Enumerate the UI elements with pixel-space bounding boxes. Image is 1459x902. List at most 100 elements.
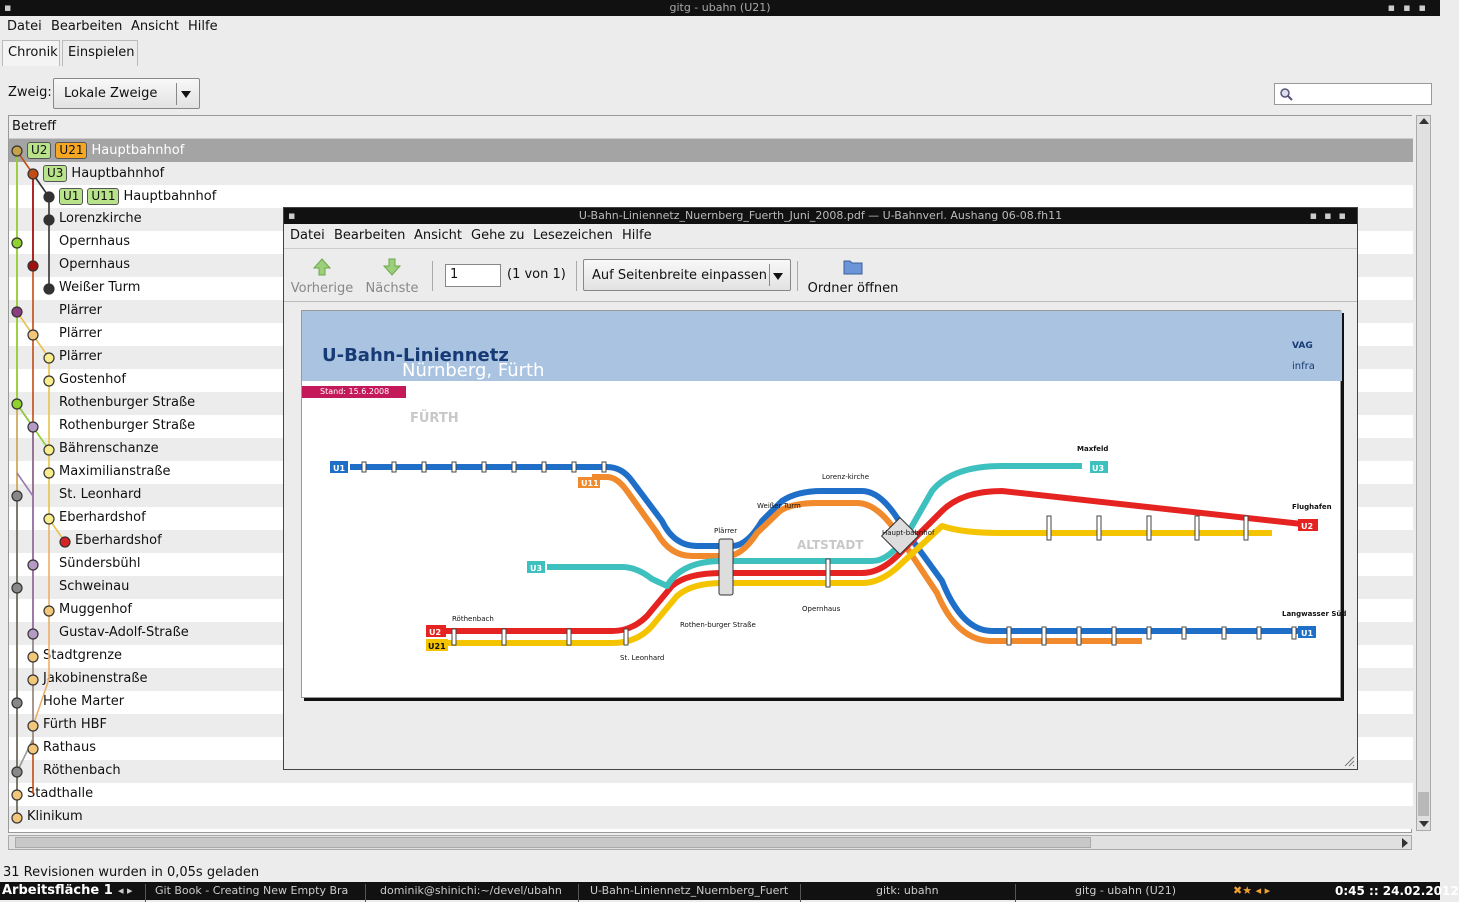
- scroll-down-icon[interactable]: [1419, 821, 1429, 827]
- commit-subject: Plärrer: [59, 349, 102, 364]
- menu-edit[interactable]: Bearbeiten: [51, 19, 123, 34]
- taskbar-separator: [800, 884, 801, 902]
- commit-subject: Rothenburger Straße: [59, 418, 195, 433]
- next-page-button[interactable]: Nächste: [362, 257, 422, 296]
- pdf-window-menu-icon[interactable]: ▪: [288, 209, 296, 222]
- commit-subject-text: Hohe Marter: [43, 694, 125, 709]
- map-label-u21: U21: [428, 642, 446, 651]
- table-row[interactable]: Klinikum: [9, 806, 1413, 829]
- search-input[interactable]: [1274, 83, 1432, 105]
- commit-subject-text: Bährenschanze: [59, 441, 159, 456]
- branch-tag: U1: [59, 188, 84, 205]
- map-station-flughafen: Flughafen: [1292, 503, 1332, 511]
- resize-grip-icon[interactable]: [1343, 755, 1355, 767]
- window-menu-icon[interactable]: ▪: [4, 1, 12, 14]
- commit-subject: Fürth HBF: [43, 717, 107, 732]
- taskbar-separator: [365, 884, 366, 902]
- pdf-menu-bookmarks[interactable]: Lesezeichen: [533, 228, 613, 243]
- commit-subject-text: Jakobinenstraße: [43, 671, 148, 686]
- tab-history[interactable]: Chronik: [2, 40, 60, 66]
- column-header-subject[interactable]: Betreff: [9, 116, 1413, 139]
- commit-subject: Plärrer: [59, 326, 102, 341]
- task-gitk[interactable]: gitk: ubahn: [876, 884, 939, 897]
- zoom-select[interactable]: Auf Seitenbreite einpassen: [583, 259, 791, 291]
- arrow-down-icon: [382, 258, 402, 276]
- pdf-menu-help[interactable]: Hilfe: [622, 228, 652, 243]
- pdf-menu-goto[interactable]: Gehe zu: [471, 228, 525, 243]
- map-title: U-Bahn-Liniennetz: [322, 345, 509, 366]
- tray-icons[interactable]: ✖★ ◂ ▸: [1233, 884, 1271, 897]
- hscroll-thumb[interactable]: [15, 837, 1091, 848]
- commit-subject: Bährenschanze: [59, 441, 159, 456]
- task-pdf-viewer[interactable]: U-Bahn-Liniennetz_Nuernberg_Fuert: [590, 884, 789, 897]
- page-number-input[interactable]: 1: [445, 264, 501, 287]
- pdf-viewer-window[interactable]: ▪ U-Bahn-Liniennetz_Nuernberg_Fuerth_Jun…: [283, 207, 1358, 770]
- infra-logo: infra: [1292, 361, 1315, 372]
- commit-subject-text: Fürth HBF: [43, 717, 107, 732]
- commit-subject: Rothenburger Straße: [59, 395, 195, 410]
- pdf-titlebar[interactable]: ▪ U-Bahn-Liniennetz_Nuernberg_Fuerth_Jun…: [284, 208, 1357, 224]
- commit-subject-text: Plärrer: [59, 349, 102, 364]
- vag-logo: VAG: [1292, 341, 1313, 351]
- workspace-label[interactable]: Arbeitsfläche 1: [2, 883, 113, 898]
- stand-date: Stand: 15.6.2008: [302, 386, 406, 398]
- commit-subject: Lorenzkirche: [59, 211, 142, 226]
- task-git-book[interactable]: Git Book - Creating New Empty Bra: [155, 884, 349, 897]
- commit-subject: Stadtgrenze: [43, 648, 122, 663]
- commit-subject-text: Rothenburger Straße: [59, 395, 196, 410]
- chevron-down-icon: [181, 91, 191, 98]
- commit-subject-text: Hauptbahnhof: [71, 166, 165, 181]
- menu-file[interactable]: Datei: [7, 19, 42, 34]
- taskbar: Arbeitsfläche 1 ◂ ▸ Git Book - Creating …: [0, 882, 1459, 902]
- task-gitg[interactable]: gitg - ubahn (U21): [1075, 884, 1177, 897]
- commit-subject: Gustav-Adolf-Straße: [59, 625, 189, 640]
- table-row[interactable]: Stadthalle: [9, 783, 1413, 806]
- commit-subject: Sündersbühl: [59, 556, 140, 571]
- open-folder-button[interactable]: Ordner öffnen: [806, 257, 900, 296]
- window-controls[interactable]: ▪▪▪: [1387, 1, 1434, 14]
- tab-commit[interactable]: Einspielen: [62, 40, 138, 66]
- menu-view[interactable]: Ansicht: [131, 19, 180, 34]
- pdf-menu-view[interactable]: Ansicht: [414, 228, 463, 243]
- pdf-document-area[interactable]: U-Bahn-Liniennetz Nürnberg, Fürth VAG in…: [284, 303, 1357, 769]
- task-terminal[interactable]: dominik@shinichi:~/devel/ubahn: [380, 884, 562, 897]
- branch-select-value: Lokale Zweige: [64, 86, 158, 101]
- commit-subject: St. Leonhard: [59, 487, 141, 502]
- pdf-menu-file[interactable]: Datei: [290, 228, 325, 243]
- commit-subject-text: Stadtgrenze: [43, 648, 123, 663]
- toolbar-separator: [576, 261, 577, 291]
- window-titlebar[interactable]: ▪ gitg - ubahn (U21) ▪▪▪: [0, 0, 1440, 16]
- vertical-scrollbar[interactable]: [1416, 115, 1431, 831]
- scroll-thumb[interactable]: [1418, 792, 1429, 816]
- workspace-arrows[interactable]: ◂ ▸: [118, 884, 133, 897]
- taskbar-separator: [578, 884, 579, 902]
- map-station-roethenbach: Röthenbach: [452, 615, 494, 623]
- commit-subject: Eberhardshof: [59, 510, 146, 525]
- scroll-up-icon[interactable]: [1419, 118, 1429, 124]
- menu-help[interactable]: Hilfe: [188, 19, 218, 34]
- pdf-window-controls[interactable]: ▪▪▪: [1309, 209, 1353, 222]
- horizontal-scrollbar[interactable]: [8, 835, 1412, 850]
- prev-page-button[interactable]: Vorherige: [290, 257, 354, 296]
- menubar: Datei Bearbeiten Ansicht Hilfe: [0, 16, 1440, 38]
- pdf-toolbar: Vorherige Nächste 1 (1 von 1) Auf Seiten…: [284, 248, 1357, 302]
- arrow-up-icon: [312, 258, 332, 276]
- commit-subject-text: Rothenburger Straße: [59, 418, 196, 433]
- branch-select[interactable]: Lokale Zweige: [53, 78, 200, 109]
- pdf-menu-edit[interactable]: Bearbeiten: [334, 228, 406, 243]
- map-station-rothenburger: Rothen-burger Straße: [680, 621, 756, 629]
- commit-subject: Maximilianstraße: [59, 464, 171, 479]
- commit-subject-text: Plärrer: [59, 303, 102, 318]
- scroll-right-icon[interactable]: [1402, 838, 1408, 848]
- commit-subject: Röthenbach: [43, 763, 121, 778]
- commit-subject-text: Rathaus: [43, 740, 97, 755]
- map-station-lorenzkirche: Lorenz-kirche: [822, 473, 869, 481]
- chevron-down-icon: [773, 273, 783, 280]
- map-label-u2: U2: [429, 628, 441, 637]
- commit-subject-text: Opernhaus: [59, 234, 131, 249]
